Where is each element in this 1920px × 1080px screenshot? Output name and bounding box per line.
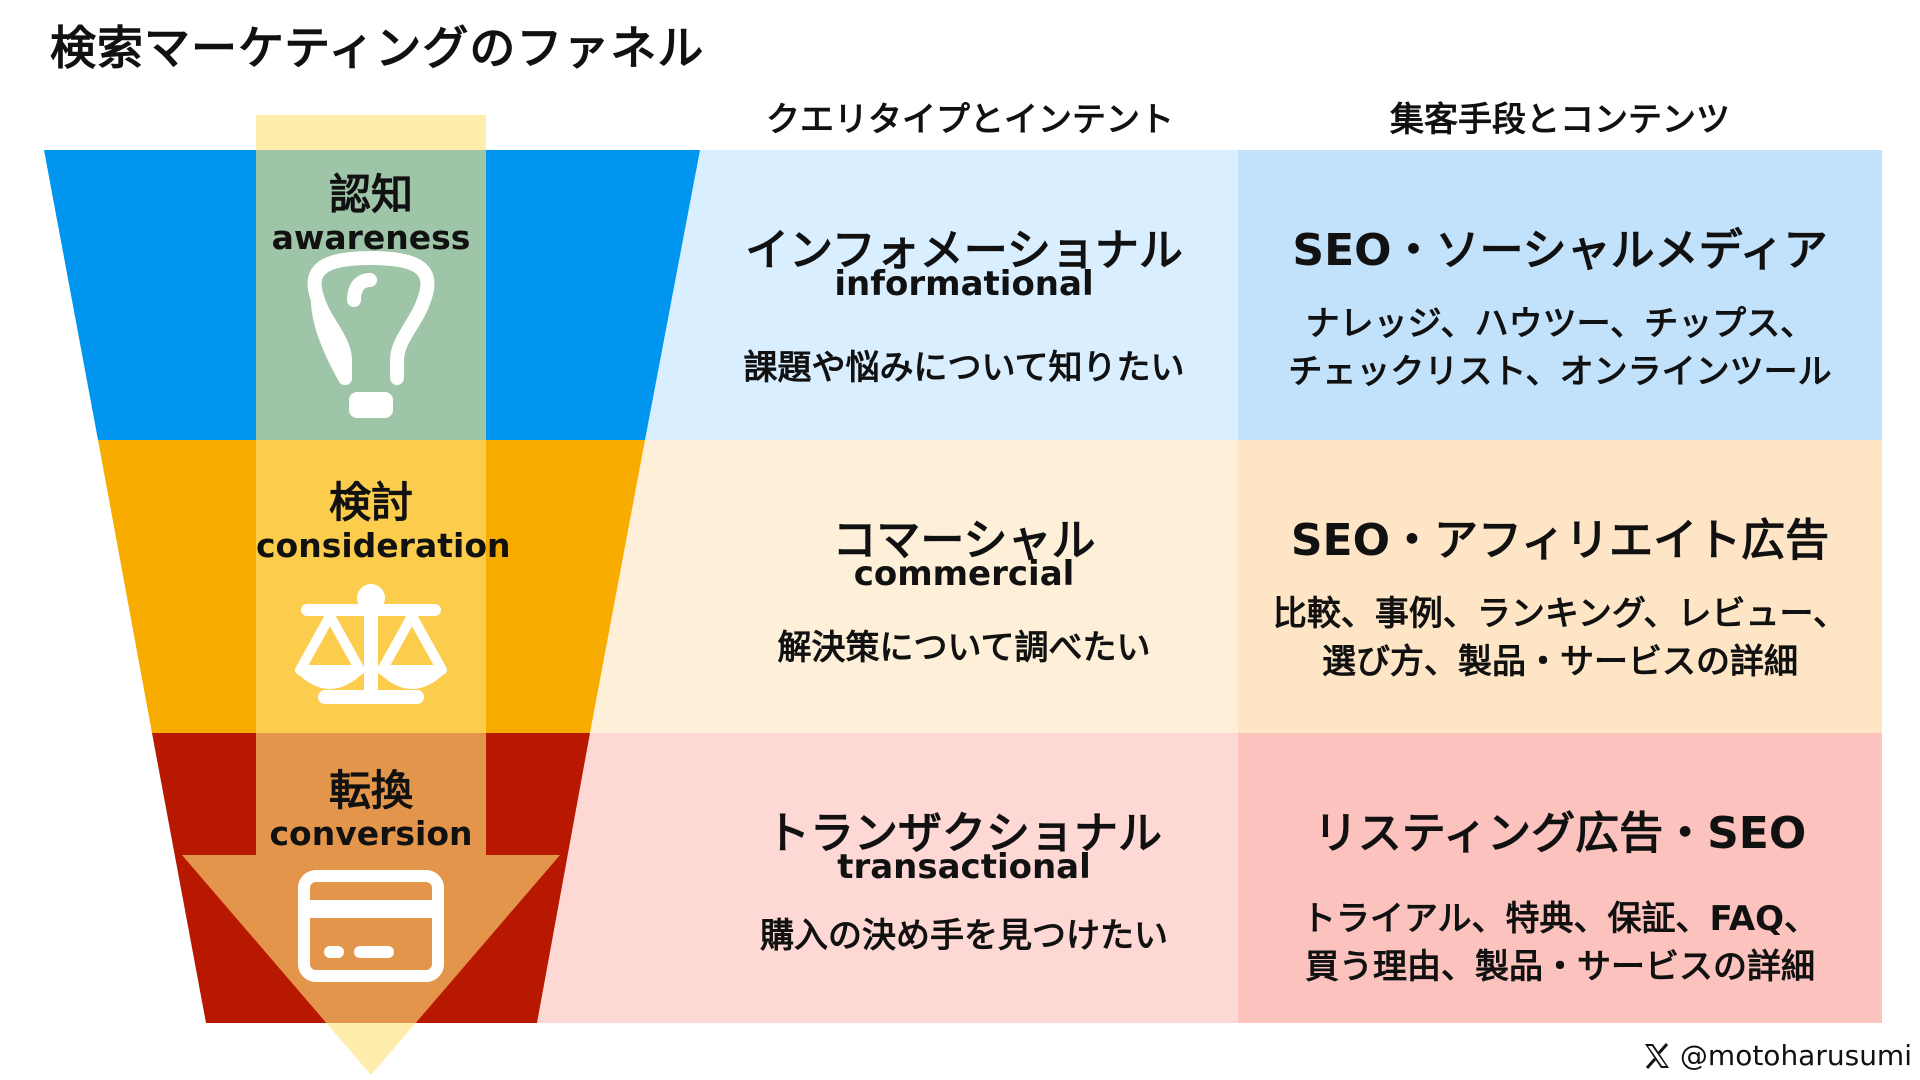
channel-title: SEO・ソーシャルメディア [1292,225,1828,276]
stage-label-en: conversion [269,814,473,853]
channel-content: トライアル、特典、保証、FAQ、 買う理由、製品・サービスの詳細 [1238,895,1882,991]
query-title: コマーシャル [832,515,1096,566]
stage-label-en: awareness [271,218,471,257]
scale-icon [295,584,447,704]
x-logo-icon [1644,1042,1669,1069]
query-english: commercial [853,554,1075,594]
stage-label-jp: 検討 [328,478,413,527]
stage-label-en: consideration [256,526,511,565]
channel-header: 集客手段とコンテンツ [1390,100,1730,140]
awareness-channel-cell: SEO・ソーシャルメディア ナレッジ、ハウツー、チップス、 チェックリスト、オン… [1238,150,1882,440]
author-handle: @motoharusumi [1679,1039,1912,1072]
consideration-wedge-bg [590,440,690,733]
author-credit[interactable]: @motoharusumi [1642,1039,1912,1072]
query-title: インフォメーショナル [745,225,1183,276]
stage-consideration: 検討 consideration [256,478,511,565]
query-title: トランザクショナル [766,808,1162,859]
conversion-wedge-bg [537,733,690,1023]
channel-content-line: 比較、事例、ランキング、レビュー、 [1272,594,1848,634]
channel-content-line: トライアル、特典、保証、FAQ、 [1301,899,1819,939]
query-type-header: クエリタイプとインテント [766,100,1174,140]
channel-content: 比較、事例、ランキング、レビュー、 選び方、製品・サービスの詳細 [1238,590,1882,686]
consideration-query-cell: コマーシャル commercial 解決策について調べたい [690,440,1238,733]
channel-content: ナレッジ、ハウツー、チップス、 チェックリスト、オンラインツール [1238,300,1882,396]
consideration-channel-cell: SEO・アフィリエイト広告 比較、事例、ランキング、レビュー、 選び方、製品・サ… [1238,440,1882,733]
query-intent: 課題や悩みについて知りたい [743,348,1185,388]
stage-awareness: 認知 awareness [256,170,486,256]
channel-title: リスティング広告・SEO [1313,808,1807,859]
query-english: informational [834,264,1094,304]
stage-label-jp: 認知 [328,170,413,219]
conversion-query-cell: トランザクショナル transactional 購入の決め手を見つけたい [690,733,1238,1023]
query-english: transactional [837,847,1091,887]
query-intent: 解決策について調べたい [777,628,1151,668]
stage-label-jp: 転換 [328,766,413,815]
stage-conversion: 転換 conversion [256,766,486,852]
credit-card-icon [298,870,444,982]
lightbulb-icon [307,251,435,418]
awareness-query-cell: インフォメーショナル informational 課題や悩みについて知りたい [690,150,1238,440]
conversion-channel-cell: リスティング広告・SEO トライアル、特典、保証、FAQ、 買う理由、製品・サー… [1238,733,1882,1023]
channel-content-line: 買う理由、製品・サービスの詳細 [1305,947,1815,987]
channel-content-line: 選び方、製品・サービスの詳細 [1322,642,1798,682]
channel-content-line: ナレッジ、ハウツー、チップス、 [1305,304,1815,344]
channel-title: SEO・アフィリエイト広告 [1290,515,1830,566]
channel-content-line: チェックリスト、オンラインツール [1288,352,1832,392]
page-title: 検索マーケティングのファネル [50,21,705,75]
query-intent: 購入の決め手を見つけたい [760,916,1168,956]
